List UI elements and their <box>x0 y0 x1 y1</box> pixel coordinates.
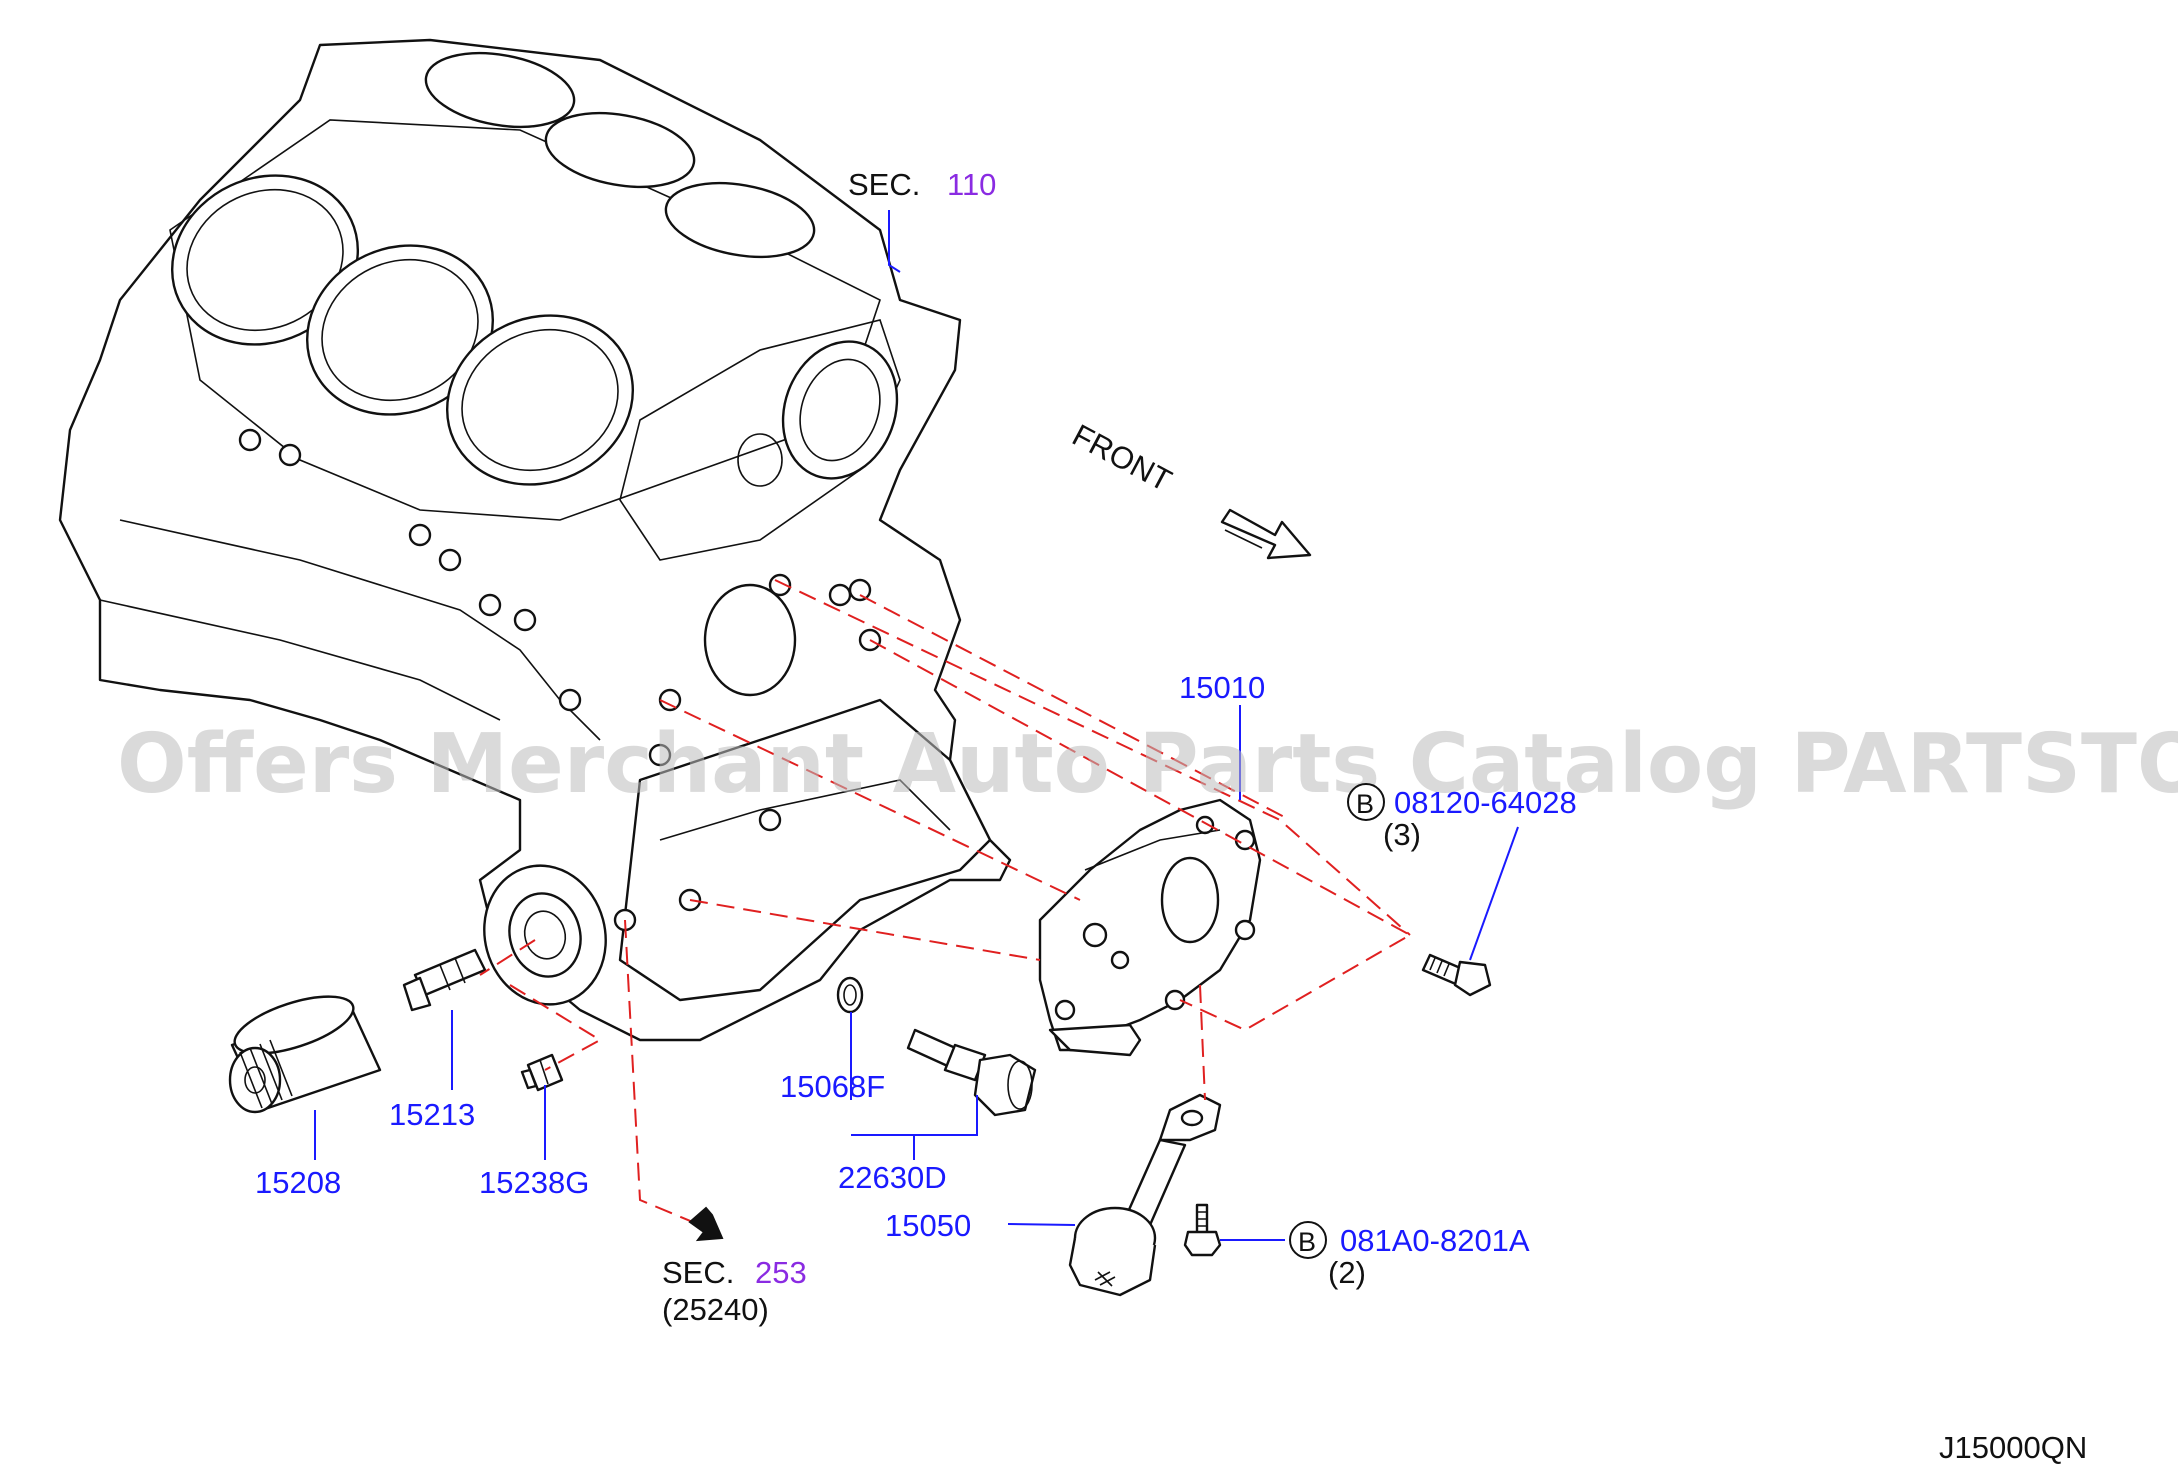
b-circle-bolt1 <box>1347 783 1385 821</box>
part-081a0-8201a[interactable]: 081A0-8201A <box>1340 1223 1530 1258</box>
front-label: FRONT <box>1067 417 1178 498</box>
part-08120-64028[interactable]: 08120-64028 <box>1394 785 1577 820</box>
oil-pressure-sensor <box>906 1028 1037 1117</box>
part-15010[interactable]: 15010 <box>1179 670 1265 705</box>
sec253-arrow-icon <box>688 1206 724 1242</box>
qty-bolt2: (2) <box>1328 1255 1366 1290</box>
part-22630d[interactable]: 22630D <box>838 1160 947 1195</box>
diagram-code: J15000QN <box>1939 1430 2087 1465</box>
sec253-ref: (25240) <box>662 1292 769 1327</box>
part-15213[interactable]: 15213 <box>389 1097 475 1132</box>
oil-strainer <box>1068 1093 1222 1297</box>
bolt-pump <box>1421 953 1492 997</box>
bolt-strainer <box>1183 1203 1222 1257</box>
oil-filter <box>228 995 382 1114</box>
sec253-number[interactable]: 253 <box>755 1255 807 1290</box>
front-arrow-icon <box>1220 508 1312 560</box>
plug <box>520 1053 564 1092</box>
part-15238g[interactable]: 15238G <box>479 1165 589 1200</box>
b-circle-bolt2 <box>1289 1221 1327 1259</box>
engine-block <box>58 38 1012 1042</box>
o-ring <box>836 976 864 1014</box>
sec110-number[interactable]: 110 <box>947 167 996 202</box>
leader-lines <box>314 210 1519 1241</box>
sec110-prefix: SEC. <box>848 167 920 202</box>
b-letter-bolt2: B <box>1298 1227 1316 1257</box>
b-letter-bolt1: B <box>1356 789 1374 819</box>
part-15208[interactable]: 15208 <box>255 1165 341 1200</box>
filter-connector <box>402 948 487 1012</box>
sec253-prefix: SEC. <box>662 1255 734 1290</box>
part-15050[interactable]: 15050 <box>885 1208 971 1243</box>
oil-pump <box>1038 798 1262 1057</box>
qty-bolt1: (3) <box>1383 817 1421 852</box>
assembly-dashed-lines <box>479 579 1413 1226</box>
watermark: Offers Merchant Auto Parts Catalog PARTS… <box>117 717 2178 812</box>
part-15068f[interactable]: 15068F <box>780 1069 885 1104</box>
